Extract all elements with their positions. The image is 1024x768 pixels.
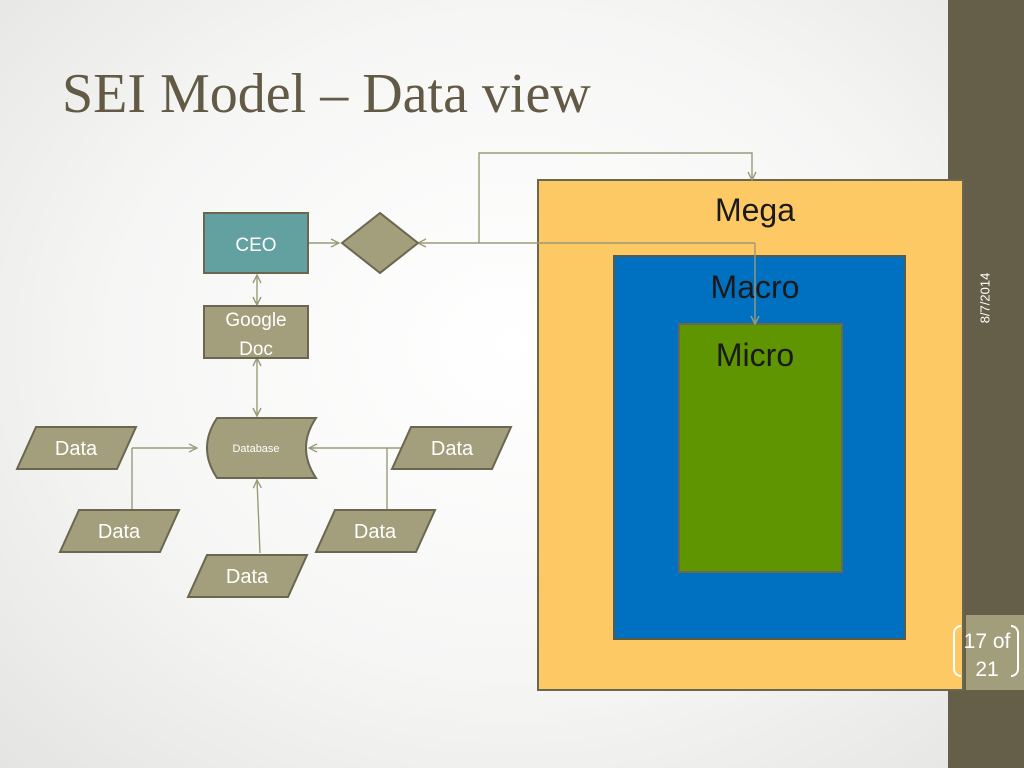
micro-label: Micro	[716, 337, 794, 373]
ceo-box	[203, 212, 309, 274]
bracket-left-decoration	[953, 625, 961, 677]
slide-date: 8/7/2014	[977, 272, 993, 324]
google-doc-box	[203, 305, 309, 359]
data-source-shape	[15, 426, 138, 470]
data-source-label-right: Data	[431, 438, 474, 460]
data-source-shape	[314, 509, 437, 553]
micro-box	[678, 323, 843, 573]
page-number-line2: 21	[975, 658, 999, 681]
connectors	[131, 152, 755, 554]
decision-diamond	[340, 211, 420, 275]
google-doc-label-line1: Google	[225, 310, 286, 331]
data-source-label-bottom: Data	[226, 566, 269, 588]
decision-to-mega-connector	[478, 152, 752, 243]
database-shape	[206, 417, 318, 479]
data-source-label-bottom-left: Data	[98, 521, 141, 543]
data-bottom-connector	[257, 480, 260, 554]
google-doc-label-line2: Doc	[239, 339, 273, 360]
slide-title: SEI Model – Data view	[62, 63, 591, 125]
database-label: Database	[232, 443, 279, 455]
ceo-label: CEO	[235, 235, 276, 256]
page-number: 17 of 21	[958, 628, 1016, 684]
data-source-shape	[58, 509, 181, 553]
data-source-shape	[390, 426, 513, 470]
data-source-shape	[186, 554, 309, 598]
data-source-label-left: Data	[55, 438, 98, 460]
data-source-label-bottom-right: Data	[354, 521, 397, 543]
mega-label: Mega	[715, 192, 795, 228]
page-number-line1: 17 of	[963, 630, 1011, 653]
